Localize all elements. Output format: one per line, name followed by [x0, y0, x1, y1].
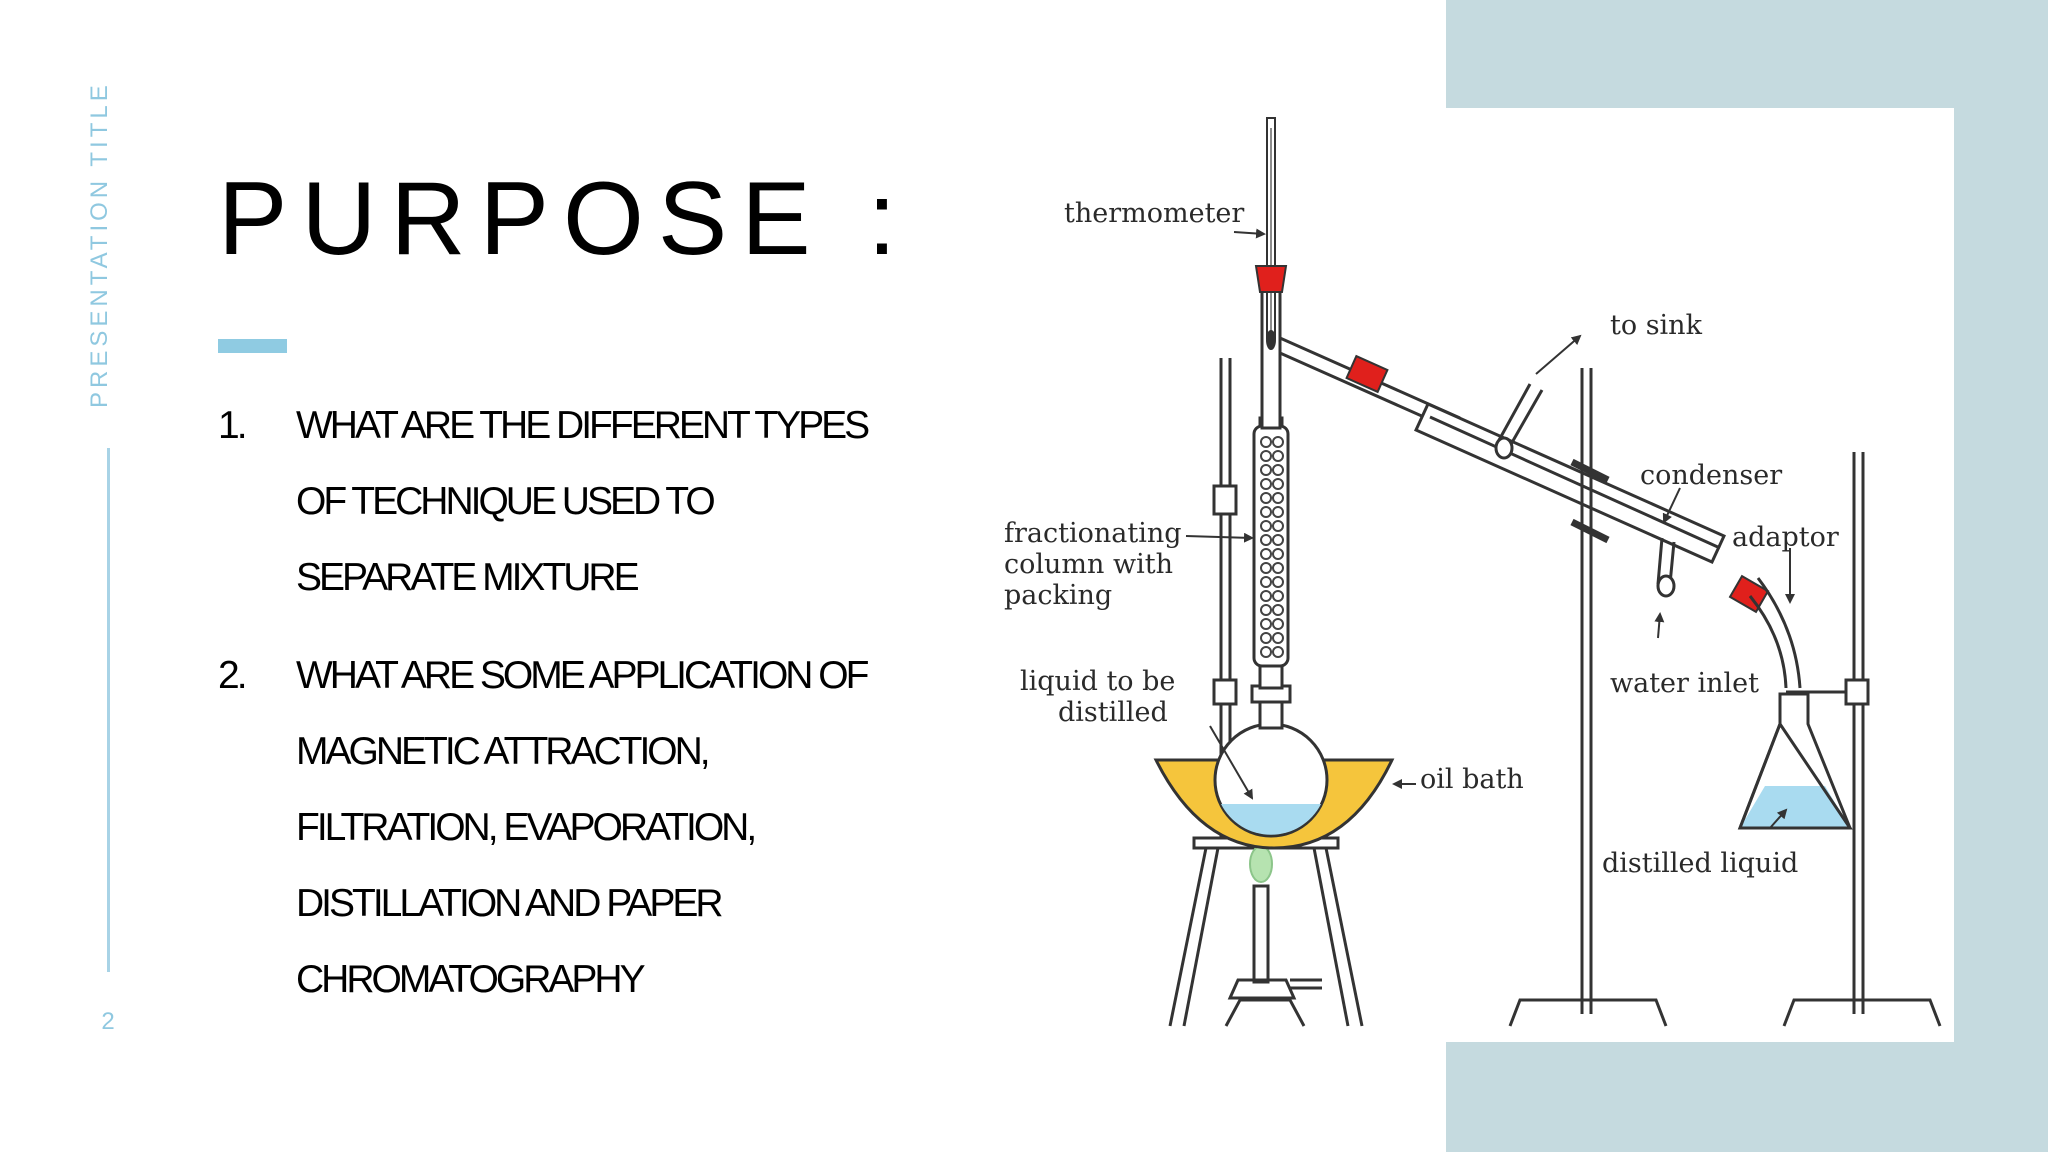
label-condenser: condenser — [1640, 460, 1782, 491]
label-water-inlet: water inlet — [1610, 668, 1759, 699]
label-to-sink: to sink — [1610, 310, 1703, 341]
label-oil-bath: oil bath — [1420, 764, 1524, 795]
burner-flame — [1249, 845, 1273, 883]
distillation-apparatus-drawing: thermometer to sink condenser adaptor fr… — [1004, 117, 1942, 1027]
column-packing — [1260, 436, 1284, 658]
to-sink-arrow — [1535, 334, 1582, 375]
label-fractionating-line-3: packing — [1004, 580, 1112, 611]
label-fractionating-line-2: column with — [1004, 549, 1173, 580]
thermometer-tube — [1266, 117, 1276, 350]
purpose-list: 1. What are the different types of techn… — [218, 388, 878, 1040]
purpose-item: 1. What are the different types of techn… — [218, 388, 878, 616]
condenser-inlet — [1656, 537, 1676, 598]
distilled-liquid-arrow — [1769, 808, 1788, 829]
condenser-arrow — [1662, 487, 1681, 524]
label-fractionating-line-1: fractionating — [1004, 518, 1182, 549]
purpose-item: 2. What are some application of magnetic… — [218, 638, 878, 1018]
label-liquid-line-1: liquid to be — [1020, 666, 1175, 697]
fractionating-arrow — [1185, 532, 1254, 543]
label-thermometer: thermometer — [1064, 198, 1244, 229]
sidebar-divider — [107, 448, 110, 972]
slide-title: PURPOSE : — [218, 161, 911, 277]
round-bottom-flask — [1213, 684, 1329, 838]
bunsen-burner — [1227, 884, 1322, 1000]
adaptor-stopper — [1728, 574, 1770, 614]
purpose-item-text: What are the different types of techniqu… — [296, 404, 870, 599]
condenser-stopper — [1345, 354, 1389, 394]
page-number: 2 — [101, 1008, 115, 1035]
tripod — [1168, 836, 1364, 1027]
thermometer-arrow — [1233, 228, 1266, 239]
liquid-arrow — [1209, 725, 1254, 800]
label-liquid-line-2: distilled — [1058, 697, 1168, 728]
title-accent-bar — [218, 339, 287, 353]
conical-flask — [1737, 692, 1853, 830]
condenser-outlet — [1494, 383, 1544, 460]
purpose-item-number: 2. — [218, 654, 247, 697]
purpose-item-number: 1. — [218, 404, 247, 447]
adaptor — [1748, 577, 1802, 689]
thermometer-stopper — [1254, 265, 1288, 293]
right-stand — [1782, 452, 1942, 1027]
water-inlet-arrow — [1654, 612, 1665, 639]
label-adaptor: adaptor — [1732, 522, 1839, 553]
condenser — [1414, 402, 1726, 564]
purpose-item-text: What are some application of magnetic at… — [296, 654, 869, 1001]
distillation-diagram: thermometer to sink condenser adaptor fr… — [990, 108, 1954, 1042]
label-distilled-liquid: distilled liquid — [1602, 848, 1798, 879]
presentation-title: PRESENTATION TITLE — [86, 81, 113, 408]
middle-stand — [1508, 368, 1668, 1027]
